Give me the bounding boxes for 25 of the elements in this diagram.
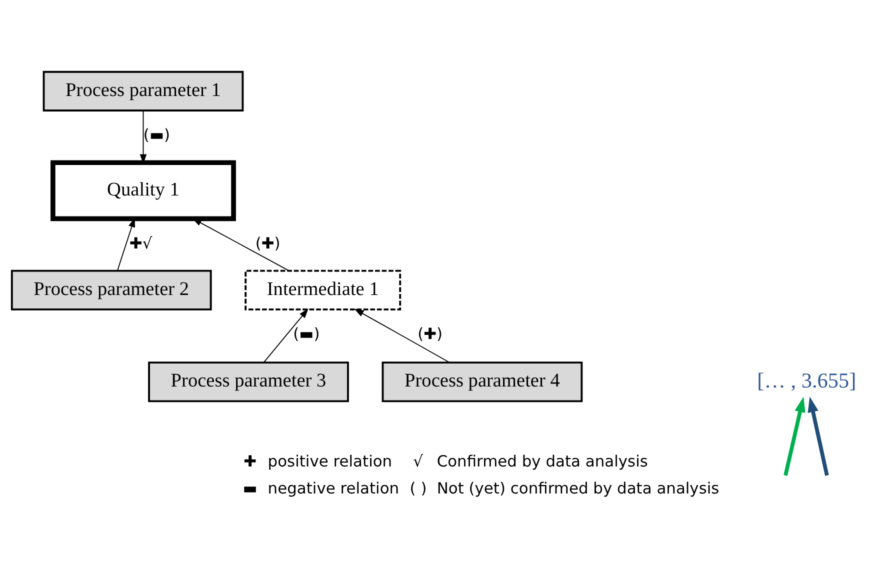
node-text: [… , 3.655]	[757, 368, 856, 392]
node-box: Process parameter 2	[10, 270, 212, 310]
label: negative relation	[268, 480, 400, 498]
node-box: Process parameter 4	[382, 362, 583, 402]
arrow	[784, 396, 806, 476]
edge-label: ✚√	[129, 234, 152, 252]
edge-label: (✚)	[418, 325, 443, 344]
label: Confirmed by data analysis	[436, 452, 648, 471]
node-box: Quality 1	[50, 160, 236, 222]
label: Not (yet) confirmed by data analysis	[436, 480, 720, 498]
edge-label: (▬)	[143, 126, 170, 144]
edge-label: (▬)	[293, 325, 320, 344]
label: ▬	[242, 480, 258, 498]
node-box: Intermediate 1	[244, 270, 402, 310]
node-box: Process parameter 3	[148, 362, 349, 402]
arrow	[808, 396, 829, 476]
label: positive relation	[268, 452, 392, 471]
label: ✚	[244, 452, 257, 471]
label: ( )	[410, 480, 427, 498]
arrow	[192, 218, 290, 272]
arrow	[354, 308, 450, 363]
arrow	[263, 308, 308, 363]
label: √	[413, 452, 424, 471]
edge-label: (✚)	[255, 234, 280, 252]
node-box: Process parameter 1	[42, 70, 244, 112]
